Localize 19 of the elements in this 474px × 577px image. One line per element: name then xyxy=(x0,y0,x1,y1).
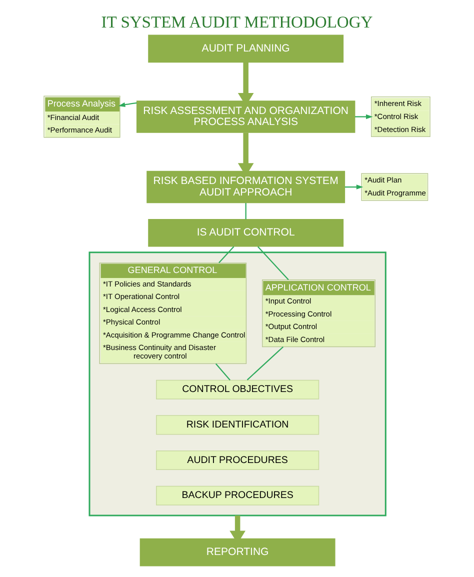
arrow xyxy=(118,102,137,108)
node-box: RISK IDENTIFICATION xyxy=(156,415,320,435)
arrow xyxy=(355,114,373,120)
connector xyxy=(257,246,289,280)
connector xyxy=(246,346,284,380)
node-box: REPORTING xyxy=(140,538,336,566)
node-box: BACKUP PROCEDURES xyxy=(156,486,320,506)
connector xyxy=(215,363,230,381)
node-box: RISK ASSESSMENT AND ORGANIZATION PROCESS ANALYSIS xyxy=(136,100,356,133)
node-box: AUDIT PROCEDURES xyxy=(156,450,320,470)
node-box: RISK BASED INFORMATION SYSTEM AUDIT APPROACH xyxy=(146,170,346,204)
node-box: IS AUDIT CONTROL xyxy=(148,218,344,247)
diagram-title: IT SYSTEM AUDIT METHODOLOGY xyxy=(101,12,373,32)
node-box: CONTROL OBJECTIVES xyxy=(156,380,320,400)
cluster xyxy=(88,252,386,516)
arrow xyxy=(344,184,364,190)
connector xyxy=(245,203,246,220)
node-box: AUDIT PLANNING xyxy=(148,34,344,63)
connector xyxy=(218,246,234,264)
